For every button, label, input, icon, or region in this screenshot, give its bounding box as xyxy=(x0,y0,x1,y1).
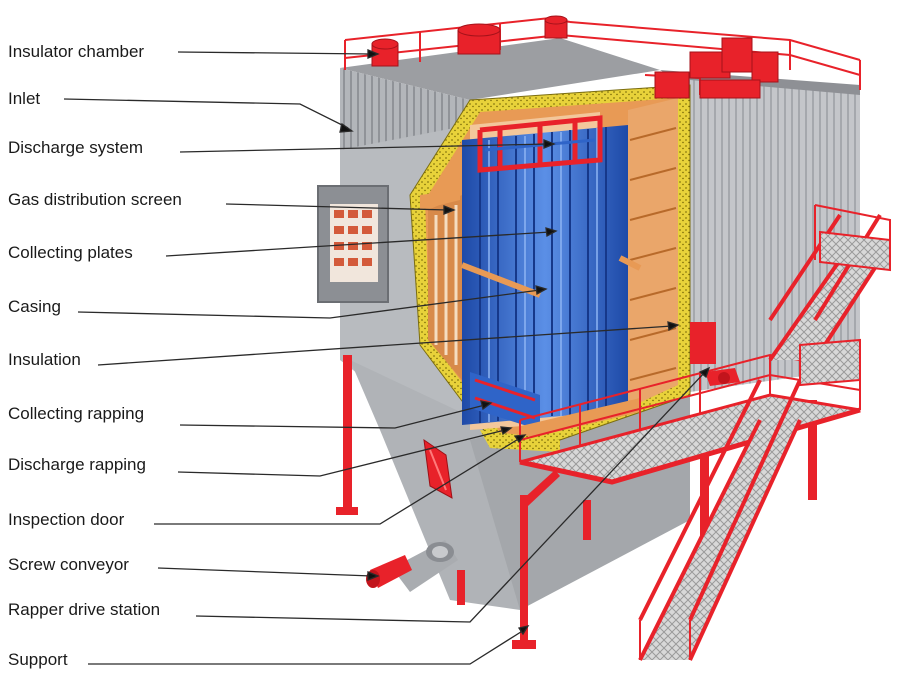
label-casing: Casing xyxy=(8,297,61,316)
staircase xyxy=(638,204,891,661)
label-rapper-drive-station: Rapper drive station xyxy=(8,600,161,619)
label-screw-conveyor: Screw conveyor xyxy=(8,555,129,574)
label-discharge-system: Discharge system xyxy=(8,138,144,157)
roof-equipment xyxy=(344,15,861,99)
label-support: Support xyxy=(8,650,68,669)
label-inlet: Inlet xyxy=(8,89,41,108)
screw-conveyor-graphic xyxy=(366,540,458,592)
label-collecting-plates: Collecting plates xyxy=(8,243,133,262)
collecting-plates-graphic xyxy=(462,125,628,425)
label-gas-distribution-screen: Gas distribution screen xyxy=(8,190,182,209)
cutaway-interior xyxy=(409,84,691,452)
label-inspection-door: Inspection door xyxy=(8,510,125,529)
label-discharge-rapping: Discharge rapping xyxy=(8,455,146,474)
label-insulator-chamber: Insulator chamber xyxy=(8,42,145,61)
rapper-drive-station-graphic xyxy=(690,322,740,386)
leader-lines xyxy=(63,49,711,665)
label-collecting-rapping: Collecting rapping xyxy=(8,404,145,423)
gas-distribution-screen-graphic xyxy=(428,195,462,380)
label-insulation: Insulation xyxy=(8,350,81,369)
